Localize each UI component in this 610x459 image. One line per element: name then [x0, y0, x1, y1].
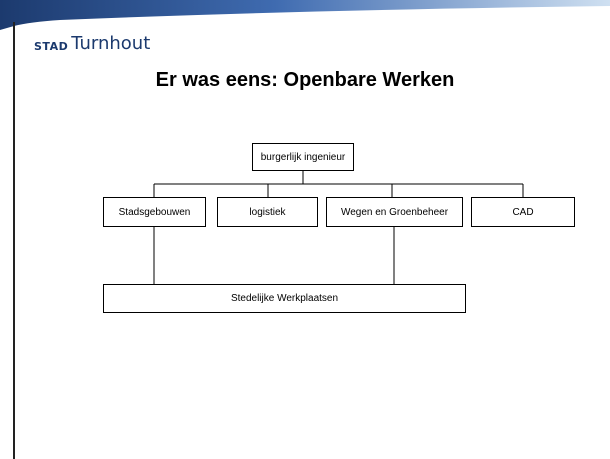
- left-border-rule: [13, 22, 15, 459]
- header-band: [0, 0, 610, 30]
- org-node-stedelijke-werkplaatsen: Stedelijke Werkplaatsen: [103, 284, 466, 313]
- org-node-burgerlijk-ingenieur: burgerlijk ingenieur: [252, 143, 354, 171]
- logo-prefix: STAD: [34, 40, 69, 53]
- slide-title: Er was eens: Openbare Werken: [155, 69, 455, 91]
- org-node-cad: CAD: [471, 197, 575, 227]
- org-node-wegen-en-groenbeheer: Wegen en Groenbeheer: [326, 197, 463, 227]
- logo-name: Turnhout: [71, 33, 151, 54]
- org-node-logistiek: logistiek: [217, 197, 318, 227]
- org-node-stadsgebouwen: Stadsgebouwen: [103, 197, 206, 227]
- stad-turnhout-logo: STAD Turnhout: [34, 30, 150, 54]
